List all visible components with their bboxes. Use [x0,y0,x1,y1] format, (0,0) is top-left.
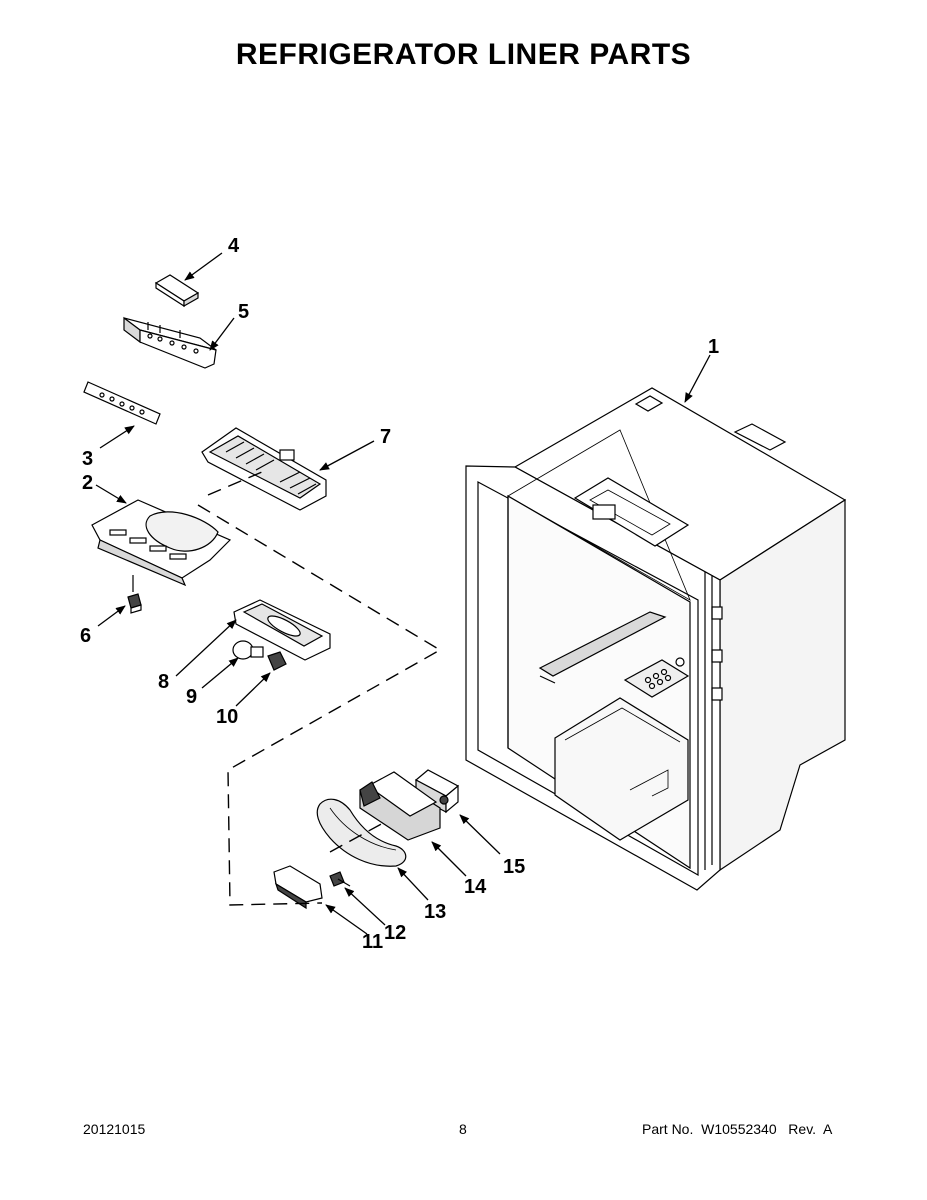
bracket-14 [359,771,441,841]
footer-page-number: 8 [459,1121,467,1137]
light-bulb-9 [232,640,264,660]
callout-10: 10 [216,706,238,728]
callout-12: 12 [384,922,406,944]
leader-lines [95,252,711,935]
assembly-outline [197,504,442,906]
housing-5 [123,316,217,369]
callout-4: 4 [228,235,240,257]
callout-6: 6 [80,625,91,647]
callout-11: 11 [362,931,383,953]
overlay-3 [83,381,161,425]
module-15 [414,769,460,814]
liner [465,387,847,891]
light-shield-8 [233,599,331,661]
footer-part-number: Part No. W10552340 Rev. A [642,1121,833,1137]
control-housing-2 [91,499,232,592]
end-cap-11 [273,865,323,910]
screw-12 [329,871,351,887]
callout-3: 3 [82,448,93,470]
callout-7: 7 [380,426,391,448]
callout-5: 5 [238,301,249,323]
socket-10 [267,651,287,671]
callout-1: 1 [708,336,719,358]
switch-6 [127,593,142,614]
callout-15: 15 [503,856,525,878]
page-title: REFRIGERATOR LINER PARTS [235,38,692,71]
callout-2: 2 [82,472,93,494]
callout-13: 13 [424,901,446,923]
footer-date: 20121015 [83,1121,146,1137]
callout-14: 14 [464,876,487,898]
callout-8: 8 [158,671,169,693]
bracket-4 [154,274,200,308]
callout-9: 9 [186,686,197,708]
vent-cover-7 [201,427,327,511]
